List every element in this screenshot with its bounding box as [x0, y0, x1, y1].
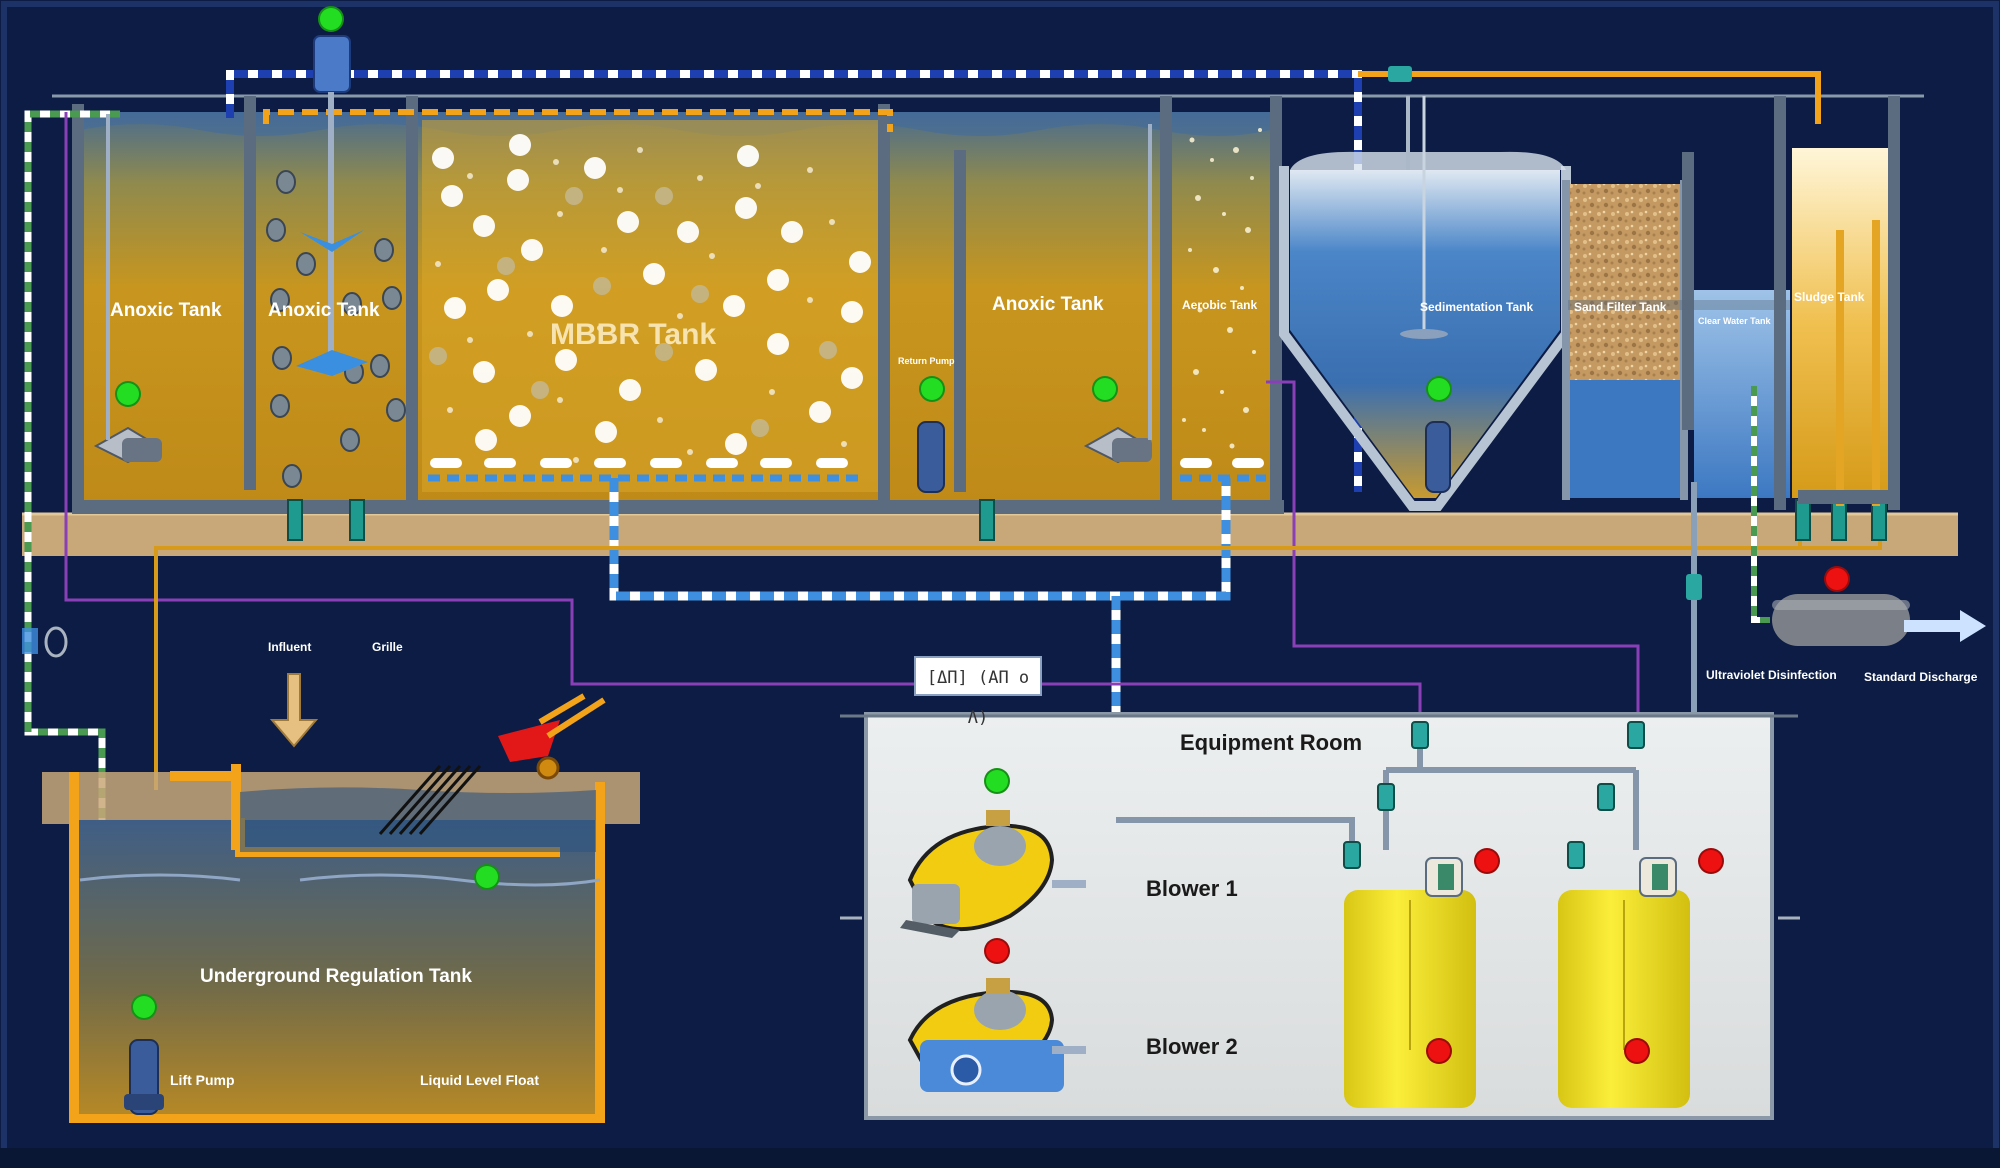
lift-pump-label: Lift Pump [170, 1072, 235, 1088]
lift-pump-status-indicator[interactable] [131, 994, 157, 1020]
sludge-tank-label: Sludge Tank [1794, 290, 1865, 304]
underground-regulation-tank-label: Underground Regulation Tank [200, 966, 472, 987]
sand-filter-tank-label: Sand Filter Tank [1574, 300, 1667, 314]
dosing-pump-1[interactable] [1424, 856, 1464, 898]
sedimentation-tank-label: Sedimentation Tank [1420, 300, 1534, 314]
uv-disinfection-label: Ultraviolet Disinfection [1706, 668, 1837, 682]
dosing-pump-2-status-indicator[interactable] [1698, 848, 1724, 874]
anoxic-tank-3-label: Anoxic Tank [992, 294, 1104, 315]
liquid-level-float-label: Liquid Level Float [420, 1072, 540, 1088]
lift-pump[interactable] [122, 1038, 166, 1116]
equipment-room-label: Equipment Room [1180, 730, 1363, 755]
blower-2-label: Blower 2 [1146, 1034, 1238, 1059]
blower-2-status-indicator[interactable] [984, 938, 1010, 964]
return-pump-status-indicator[interactable] [919, 376, 945, 402]
blower-1[interactable] [900, 806, 1060, 942]
blower-1-label: Blower 1 [1146, 876, 1238, 901]
anoxic-tank-3-mixer[interactable] [1082, 424, 1156, 468]
anoxic-tank-2-label: Anoxic Tank [268, 300, 380, 321]
standard-discharge-label: Standard Discharge [1864, 670, 1978, 684]
dosing-tank-2[interactable] [1558, 890, 1690, 1108]
mbbr-tank-label: MBBR Tank [550, 318, 717, 351]
anoxic-tank-1-label: Anoxic Tank [110, 300, 222, 321]
dosing-tank-1-status-indicator[interactable] [1426, 1038, 1452, 1064]
sedimentation-status-indicator[interactable] [1426, 376, 1452, 402]
top-mixer[interactable] [312, 34, 352, 94]
regulation-tank-float-status-indicator[interactable] [474, 864, 500, 890]
anoxic-tank-3-status-indicator[interactable] [1092, 376, 1118, 402]
uv-disinfection-status-indicator[interactable] [1824, 566, 1850, 592]
anoxic-tank-1-mixer[interactable] [92, 424, 166, 468]
influent-label: Influent [268, 640, 312, 654]
anoxic-tank-1-status-indicator[interactable] [115, 381, 141, 407]
dosing-tank-1[interactable] [1344, 890, 1476, 1108]
dosing-tank-2-status-indicator[interactable] [1624, 1038, 1650, 1064]
dosing-pump-2[interactable] [1638, 856, 1678, 898]
grille-label: Grille [372, 640, 403, 654]
aerobic-tank-label: Aerobic Tank [1182, 298, 1258, 312]
return-pump-label: Return Pump [898, 356, 955, 366]
blower-1-status-indicator[interactable] [984, 768, 1010, 794]
blower-2[interactable] [900, 974, 1066, 1098]
return-pump[interactable] [914, 420, 948, 496]
dosing-pump-1-status-indicator[interactable] [1474, 848, 1500, 874]
sludge-pump[interactable] [1422, 420, 1454, 496]
top-mixer-status-indicator[interactable] [318, 6, 344, 32]
clear-water-tank-label: Clear Water Tank [1698, 316, 1771, 326]
flow-meter-readout: [ΔΠ] (AΠ o Λ) [914, 656, 1042, 728]
uv-disinfection-unit[interactable] [1770, 592, 1912, 648]
